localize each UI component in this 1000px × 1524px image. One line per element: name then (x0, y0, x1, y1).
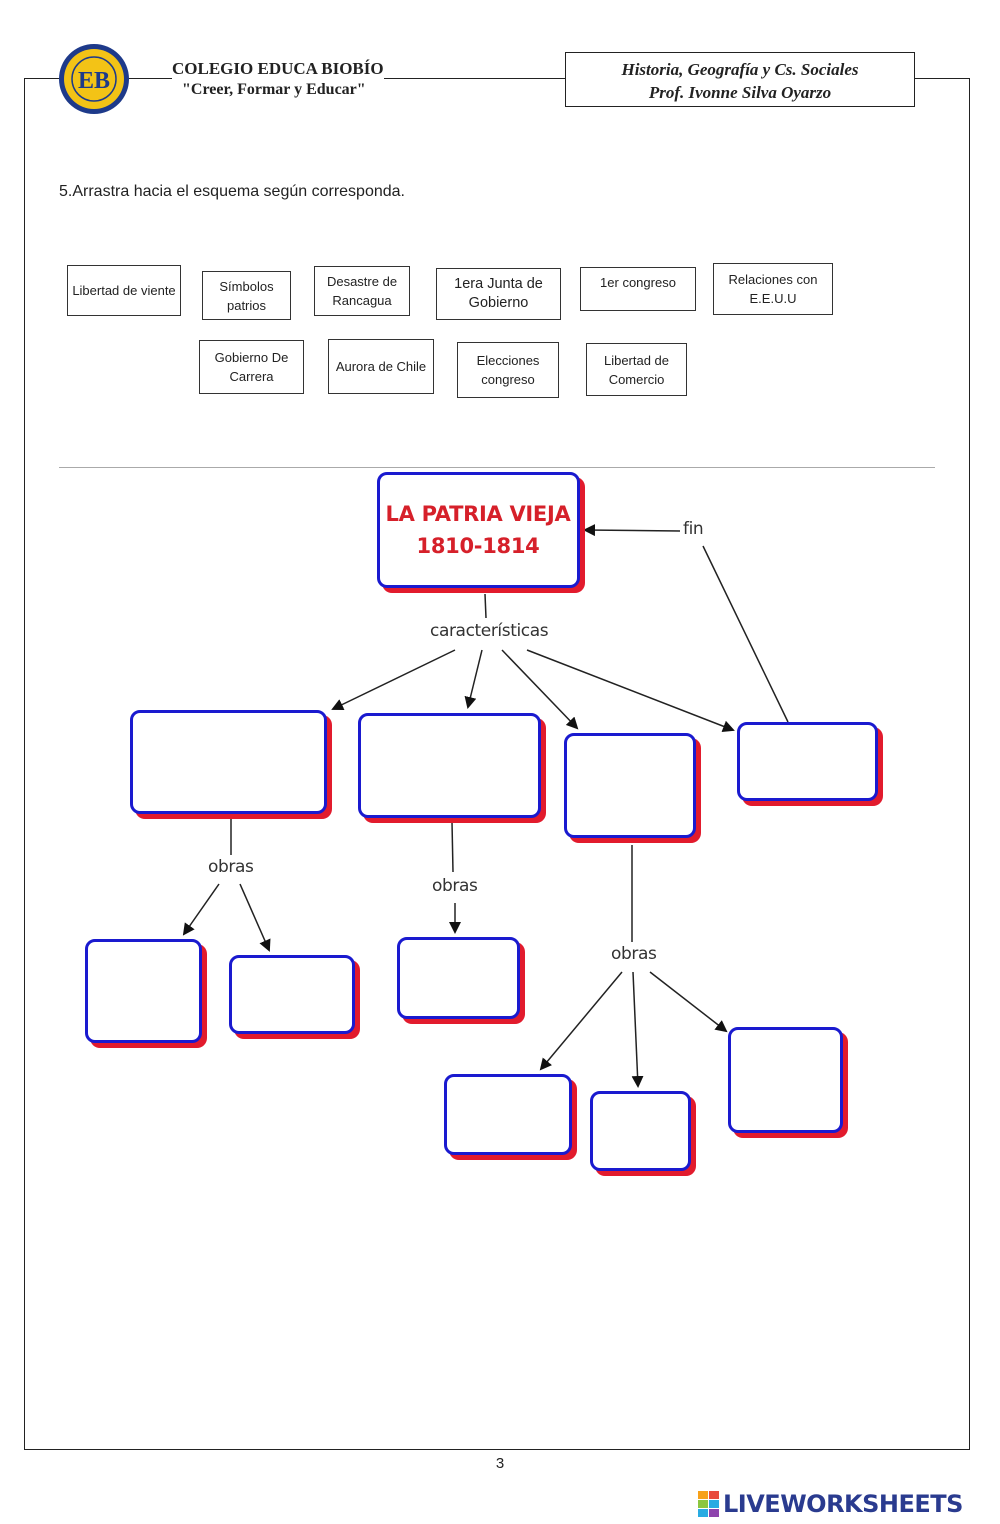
title-line-2: 1810-1814 (416, 534, 540, 558)
diagram-title: LA PATRIA VIEJA 1810-1814 (380, 498, 576, 562)
page-frame (24, 78, 970, 1450)
drop-slot-caracteristica-2[interactable] (358, 713, 541, 818)
chip-primer-congreso[interactable]: 1er congreso nacional (580, 267, 696, 311)
logo-letters: EB (78, 68, 110, 94)
drop-slot-fin[interactable] (737, 722, 878, 801)
label-obras-middle: obras (432, 876, 478, 896)
chip-libertad-de-viente[interactable]: Libertad de viente (67, 265, 181, 316)
chip-desastre-de-rancagua[interactable]: Desastre de Rancagua (314, 266, 410, 316)
divider-line (59, 467, 935, 468)
chip-simbolos-patrios[interactable]: Símbolos patrios (202, 271, 291, 320)
chip-relaciones-eeuu[interactable]: Relaciones con E.E.U.U (713, 263, 833, 315)
title-line-1: LA PATRIA VIEJA (385, 502, 571, 526)
drop-slot-caracteristica-3[interactable] (564, 733, 696, 838)
title-box (377, 472, 580, 588)
school-name: COLEGIO EDUCA BIOBÍO (172, 59, 384, 78)
instruction-text: 5.Arrastra hacia el esquema según corres… (59, 183, 405, 200)
drop-slot-obra-left-2[interactable] (229, 955, 355, 1034)
drop-slot-obra-right-2[interactable] (590, 1091, 691, 1171)
liveworksheets-brand: LIVEWORKSHEETS (698, 1489, 963, 1519)
page-number: 3 (495, 1455, 505, 1472)
teacher-name: Prof. Ivonne Silva Oyarzo (648, 83, 832, 102)
label-fin: fin (683, 519, 704, 539)
school-motto: "Creer, Formar y Educar" (182, 81, 366, 98)
school-header: COLEGIO EDUCA BIOBÍO "Creer, Formar y Ed… (172, 58, 384, 100)
drop-slot-obra-right-1[interactable] (444, 1074, 572, 1155)
chip-libertad-comercio[interactable]: Libertad de Comercio (586, 343, 687, 396)
subject-title: Historia, Geografía y Cs. Sociales (621, 60, 859, 79)
drop-slot-obra-middle[interactable] (397, 937, 520, 1019)
label-obras-right: obras (611, 944, 657, 964)
drop-slot-obra-right-3[interactable] (728, 1027, 843, 1133)
liveworksheets-icon (698, 1491, 719, 1517)
label-caracteristicas: características (430, 621, 549, 641)
drop-slot-caracteristica-1[interactable] (130, 710, 327, 814)
chip-primera-junta[interactable]: 1era Junta de Gobierno (436, 268, 561, 320)
school-logo: EB (59, 44, 129, 114)
chip-aurora-de-chile[interactable]: Aurora de Chile (328, 339, 434, 394)
label-obras-left: obras (208, 857, 254, 877)
chip-elecciones-congreso[interactable]: Elecciones congreso (457, 342, 559, 398)
subject-box: Historia, Geografía y Cs. Sociales Prof.… (565, 52, 915, 107)
liveworksheets-text: LIVEWORKSHEETS (723, 1490, 963, 1518)
chip-gobierno-carrera[interactable]: Gobierno De Carrera (199, 340, 304, 394)
drop-slot-obra-left-1[interactable] (85, 939, 202, 1043)
